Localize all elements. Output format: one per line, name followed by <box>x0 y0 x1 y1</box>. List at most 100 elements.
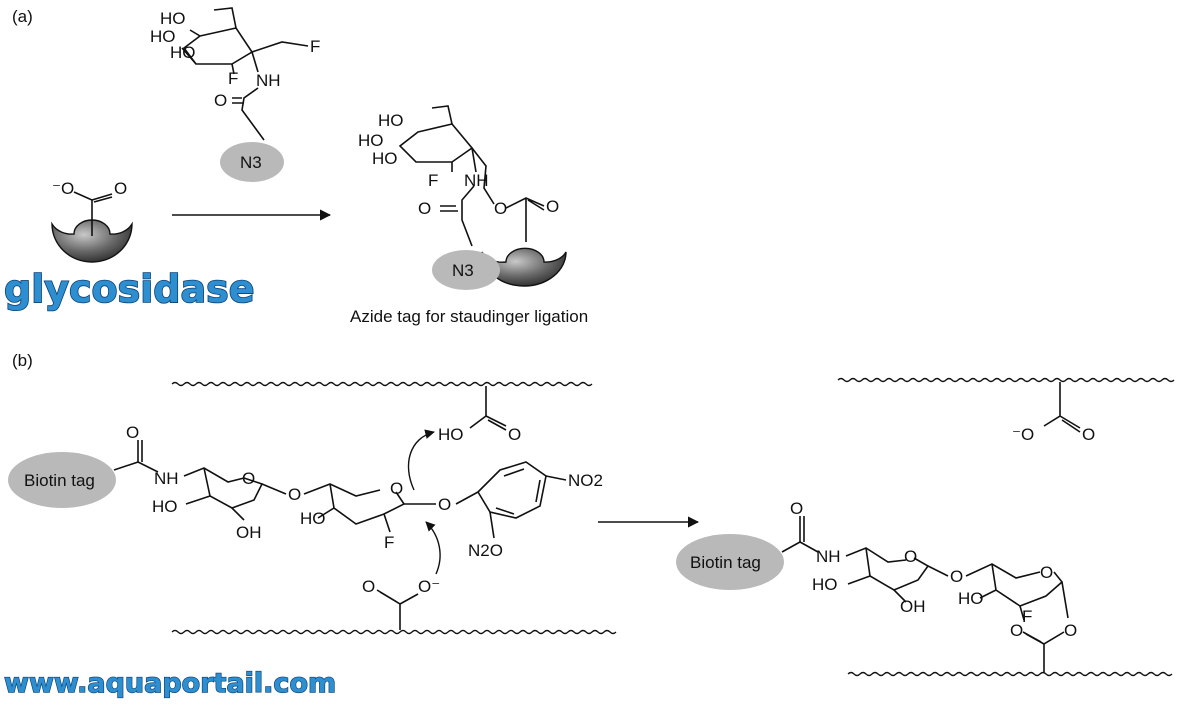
substrate-nh: NH <box>256 71 281 90</box>
azide-tag-ellipse <box>220 142 284 182</box>
product-b-ring-o-2: O <box>1040 563 1053 582</box>
enzyme-carboxylate-bond <box>73 191 113 236</box>
biotin-tag-label: Biotin tag <box>24 471 95 490</box>
b-bond <box>329 483 406 525</box>
enzyme-o-minus: ⁻O <box>52 179 74 198</box>
substrate-bond <box>213 7 237 29</box>
substrate-b-f: F <box>384 533 394 552</box>
substrate-b-aryl-o: O <box>438 495 451 514</box>
product-b-ho-2: HO <box>958 589 984 608</box>
pb-bond <box>799 541 819 553</box>
product-amide-o: O <box>418 199 431 218</box>
product-b-ring-o-1: O <box>904 547 917 566</box>
product-azide-label: N3 <box>452 261 474 280</box>
substrate-bond <box>231 63 235 75</box>
b-bond <box>183 467 245 483</box>
substrate-bond <box>251 41 309 53</box>
site-watermark: www.aquaportail.com <box>4 668 336 699</box>
enzyme-shape <box>51 219 133 263</box>
pb-bond <box>991 563 1064 607</box>
substrate-b-ring-o-1: O <box>242 469 255 488</box>
substrate-amide-o: O <box>214 91 227 110</box>
product-bond <box>451 147 477 173</box>
protein-backbone-top-right <box>837 377 1175 383</box>
acid-ho: HO <box>438 425 464 444</box>
pb-bond <box>1022 631 1065 672</box>
pb-bond <box>847 575 907 603</box>
substrate-f: F <box>228 69 238 88</box>
protein-backbone-top-left <box>171 381 593 387</box>
b-bond <box>476 461 547 519</box>
glycosidase-watermark: glycosidase <box>4 267 255 311</box>
free-carboxylate-o: O <box>1082 425 1095 444</box>
substrate-b-nh: NH <box>154 469 179 488</box>
b-bond <box>261 483 287 495</box>
panel-a-enzyme: ⁻O O <box>51 179 133 263</box>
pb-bond <box>965 563 1041 579</box>
product-bonds-b <box>781 516 1069 672</box>
product-bond <box>471 147 495 205</box>
b-bond <box>317 507 391 533</box>
product-ring-bond <box>398 123 474 163</box>
product-b-nh: NH <box>816 547 841 566</box>
product-b-ester-o: O <box>1064 621 1077 640</box>
acid-bond <box>469 386 507 431</box>
pb-bond <box>865 547 930 591</box>
substrate-bond <box>232 97 244 104</box>
panel-a: (a) HO HO HO F F NH O N3 ⁻O O <box>3 7 588 326</box>
protein-backbone-bottom-right <box>847 671 1173 677</box>
pb-bond <box>927 565 949 577</box>
b-bond <box>203 467 264 509</box>
b-bond <box>113 440 143 471</box>
product-bond <box>431 105 453 125</box>
product-ho-3: HO <box>372 149 398 168</box>
product-b-oh: OH <box>900 597 926 616</box>
enzyme-o: O <box>114 179 127 198</box>
product-ho-1: HO <box>378 111 404 130</box>
substrate-b-ring-o-2: O <box>390 479 403 498</box>
substrate-ho-3: HO <box>170 43 196 62</box>
product-bond <box>505 197 545 242</box>
curved-arrow-acid <box>407 429 435 491</box>
product-bond <box>440 205 458 212</box>
product-carbonyl-o: O <box>546 197 559 216</box>
substrate-b-glycosidic-o: O <box>288 485 301 504</box>
base-o-minus: O⁻ <box>418 577 440 596</box>
acid-o: O <box>508 425 521 444</box>
substrate-b-oh: OH <box>236 523 262 542</box>
substrate-b-no2-para: NO2 <box>568 471 603 490</box>
product-ho-2: HO <box>358 131 384 150</box>
free-carboxylate <box>1043 382 1081 433</box>
panel-a-substrate <box>181 7 309 141</box>
free-carboxylate-o-minus: ⁻O <box>1012 425 1034 444</box>
substrate-f-ring: F <box>310 37 320 56</box>
panel-b-label: (b) <box>12 351 33 370</box>
substrate-bonds-b <box>113 440 567 539</box>
product-nh: NH <box>464 171 489 190</box>
pb-bond <box>845 547 907 563</box>
base-residue <box>376 589 419 630</box>
substrate-bond <box>251 51 259 73</box>
product-f: F <box>428 171 438 190</box>
substrate-azide-label: N3 <box>240 153 262 172</box>
pb-bond <box>1061 581 1069 619</box>
product-b-f: F <box>1022 607 1032 626</box>
pb-bond <box>781 516 805 553</box>
product-azide-ellipse <box>432 250 500 290</box>
product-biotin-label: Biotin tag <box>690 553 761 572</box>
pb-bond <box>979 589 1025 621</box>
product-b-glycosidic-o: O <box>950 567 963 586</box>
panel-a-product <box>398 105 545 247</box>
substrate-b-ho-2: HO <box>300 509 326 528</box>
substrate-b-no2-ortho: N2O <box>468 541 503 560</box>
biotin-tag-ellipse <box>8 452 116 508</box>
panel-a-label: (a) <box>12 7 33 26</box>
b-bond <box>303 483 381 497</box>
base-o: O <box>362 577 375 596</box>
substrate-ho-2: HO <box>150 27 176 46</box>
product-link-o: O <box>494 199 507 218</box>
b-bond <box>185 495 245 521</box>
product-enzyme-shape <box>481 247 567 287</box>
acid-residue <box>469 386 507 431</box>
substrate-b-ho: HO <box>152 497 178 516</box>
